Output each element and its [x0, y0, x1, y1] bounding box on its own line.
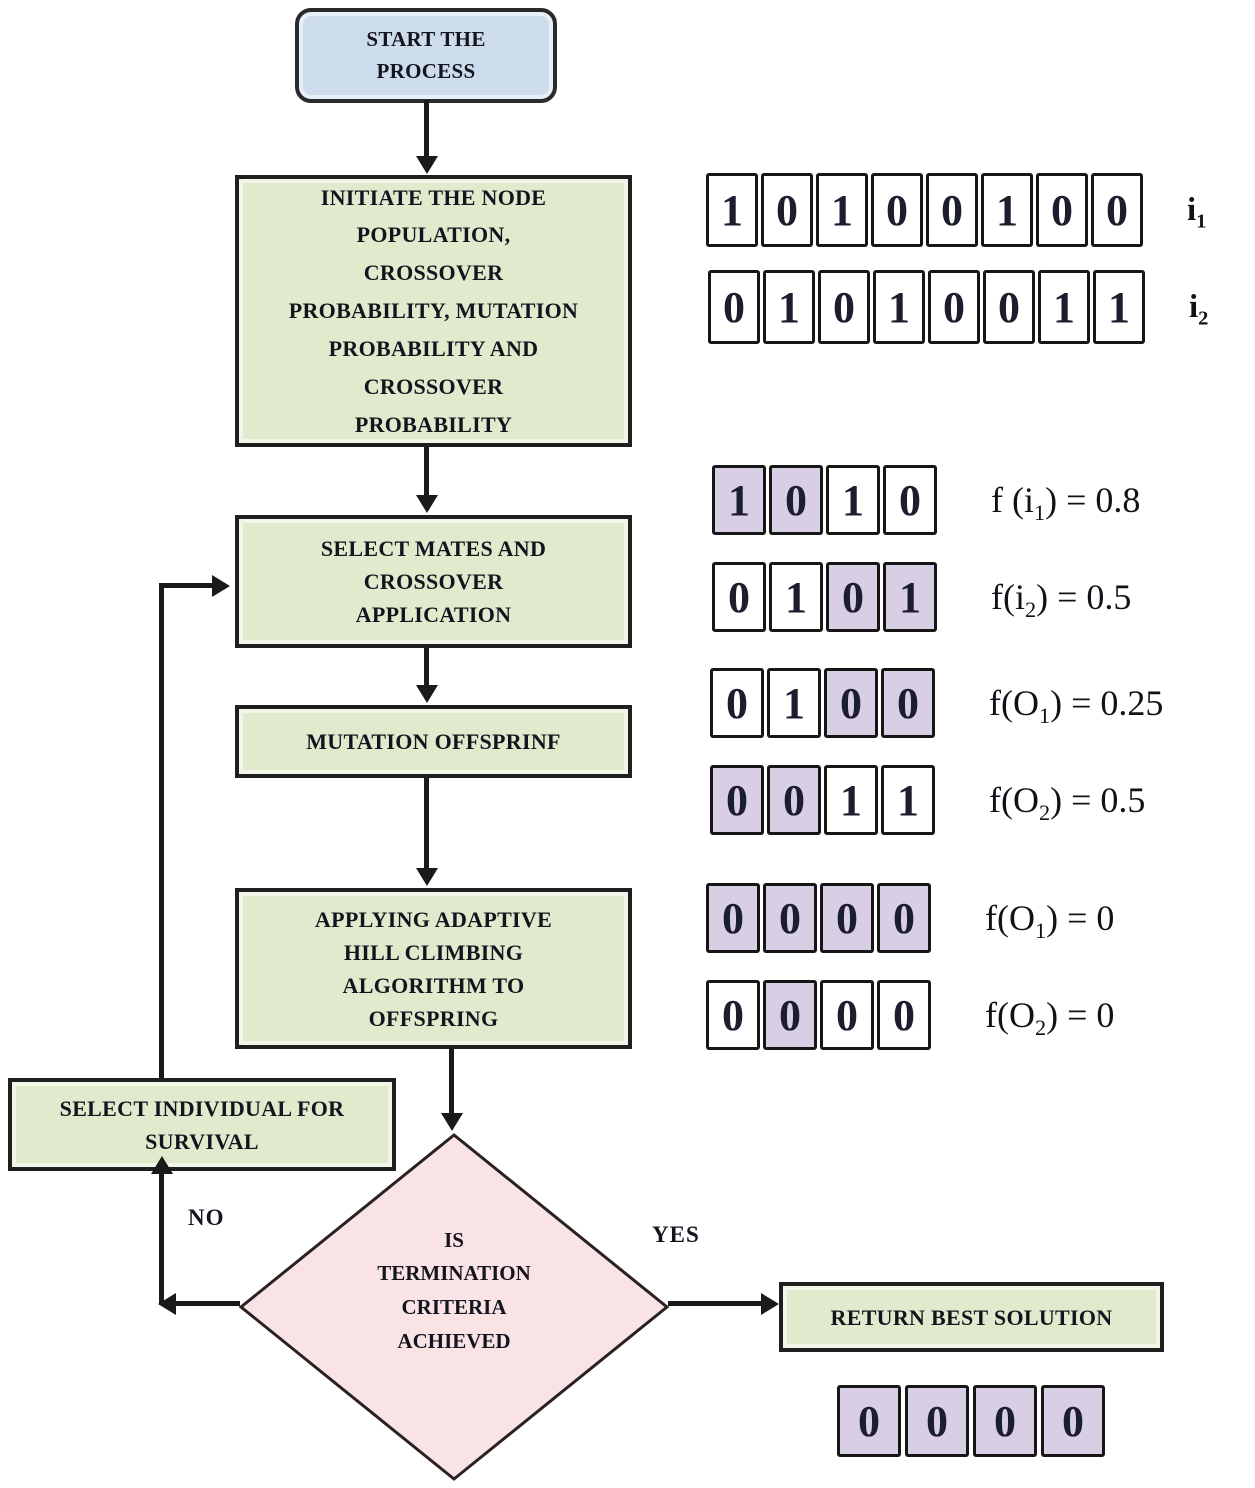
bit-cell: 0	[928, 270, 980, 344]
bit-cell: 0	[877, 980, 931, 1050]
bit-cell: 0	[926, 173, 978, 247]
edge-mutation-hill	[424, 778, 429, 868]
edge-selectmates-mutation	[424, 648, 429, 685]
offspring-o1-label: f(O1) = 0.25	[989, 683, 1164, 729]
bit-cell: 0	[763, 883, 817, 953]
individual-i1-label: i1	[1187, 191, 1207, 233]
arrowhead-down-icon	[416, 156, 438, 174]
bit-cell: 0	[837, 1385, 901, 1457]
termination-decision-label: IS TERMINATION CRITERIA ACHIEVED	[377, 1227, 531, 1353]
bit-cell: 0	[973, 1385, 1037, 1457]
bit-cell: 0	[820, 980, 874, 1050]
edge-initiate-selectmates	[424, 447, 429, 495]
hillclimb-o2-label: f(O2) = 0	[985, 995, 1115, 1041]
bit-cell: 0	[881, 668, 935, 738]
mutation-node: MUTATION OFFSPRINF	[235, 705, 632, 778]
arrowhead-down-icon	[416, 495, 438, 513]
bit-cell: 1	[769, 562, 823, 632]
bit-cell: 0	[905, 1385, 969, 1457]
bit-cell: 0	[826, 562, 880, 632]
arrowhead-up-icon	[151, 1156, 173, 1174]
arrowhead-down-icon	[416, 685, 438, 703]
bit-cell: 0	[871, 173, 923, 247]
bit-cell: 1	[881, 765, 935, 835]
individual-i2-label: i2	[1189, 288, 1209, 330]
fitness-i1-label: f (i1) = 0.8	[991, 480, 1141, 526]
edge-hill-decision	[449, 1049, 454, 1113]
edge-no-horizontal	[176, 1301, 240, 1306]
bit-cell: 1	[712, 465, 766, 535]
yes-edge-label: YES	[652, 1222, 700, 1247]
bit-cell: 1	[1038, 270, 1090, 344]
hillclimb-o1-label: f(O1) = 0	[985, 898, 1115, 944]
bit-cell: 1	[1093, 270, 1145, 344]
start-node: START THE PROCESS	[295, 8, 557, 103]
bit-cell: 0	[877, 883, 931, 953]
offspring-o2-label: f(O2) = 0.5	[989, 780, 1146, 826]
arrowhead-right-icon	[761, 1292, 779, 1315]
bit-cell: 0	[1041, 1385, 1105, 1457]
edge-start-initiate	[424, 100, 429, 156]
bit-cell: 0	[824, 668, 878, 738]
bit-cell: 0	[818, 270, 870, 344]
fitness-i2-label: f(i2) = 0.5	[991, 577, 1132, 623]
arrowhead-down-icon	[416, 868, 438, 886]
hill-climbing-node: APPLYING ADAPTIVE HILL CLIMBING ALGORITH…	[235, 888, 632, 1049]
edge-loop-vertical	[159, 583, 164, 1078]
edge-loop-horizontal	[159, 583, 212, 588]
bit-cell: 0	[706, 883, 760, 953]
edge-yes-horizontal	[668, 1301, 761, 1306]
bit-cell: 0	[820, 883, 874, 953]
bit-cell: 1	[816, 173, 868, 247]
edge-no-vertical	[159, 1174, 164, 1304]
bit-cell: 0	[712, 562, 766, 632]
bit-cell: 0	[769, 465, 823, 535]
bit-cell: 0	[706, 980, 760, 1050]
bit-cell: 1	[883, 562, 937, 632]
bit-cell: 0	[1091, 173, 1143, 247]
bit-cell: 0	[710, 765, 764, 835]
bit-cell: 0	[708, 270, 760, 344]
bit-cell: 1	[981, 173, 1033, 247]
bit-cell: 0	[983, 270, 1035, 344]
bit-cell: 0	[763, 980, 817, 1050]
bit-cell: 1	[824, 765, 878, 835]
bit-cell: 1	[767, 668, 821, 738]
bit-cell: 0	[710, 668, 764, 738]
return-best-solution-node: RETURN BEST SOLUTION	[779, 1282, 1164, 1352]
initiate-node: INITIATE THE NODE POPULATION, CROSSOVER …	[235, 175, 632, 447]
arrowhead-right-icon	[212, 574, 230, 597]
bit-cell: 0	[761, 173, 813, 247]
arrowhead-down-icon	[441, 1113, 463, 1131]
select-individual-node: SELECT INDIVIDUAL FOR SURVIVAL	[8, 1078, 396, 1171]
bit-cell: 1	[873, 270, 925, 344]
bit-cell: 1	[826, 465, 880, 535]
termination-decision-diamond	[238, 1133, 670, 1481]
no-edge-label: NO	[188, 1205, 225, 1230]
bit-cell: 0	[883, 465, 937, 535]
bit-cell: 0	[1036, 173, 1088, 247]
bit-cell: 1	[763, 270, 815, 344]
select-mates-node: SELECT MATES AND CROSSOVER APPLICATION	[235, 515, 632, 648]
bit-cell: 1	[706, 173, 758, 247]
bit-cell: 0	[767, 765, 821, 835]
